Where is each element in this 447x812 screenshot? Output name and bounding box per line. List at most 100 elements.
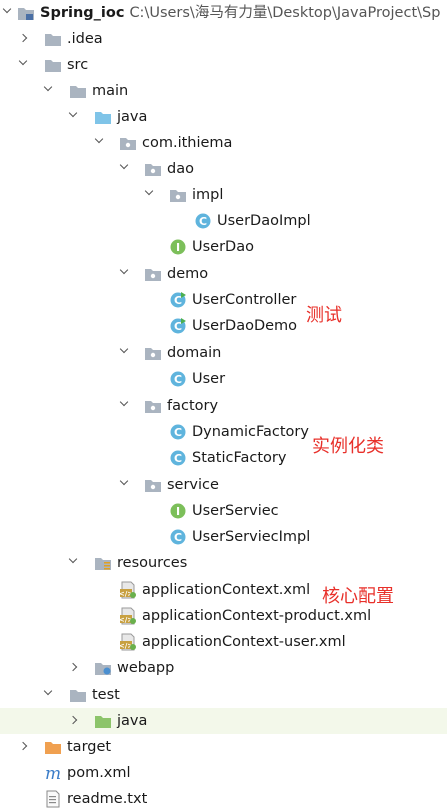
chevron-down-icon[interactable] xyxy=(94,134,104,144)
chevron-down-icon[interactable] xyxy=(18,56,28,66)
text-file-icon xyxy=(46,790,60,808)
tree-label-dynamic-factory: DynamicFactory xyxy=(192,424,309,440)
chevron-right-icon[interactable] xyxy=(68,715,78,725)
chevron-down-icon[interactable] xyxy=(43,82,53,92)
spring-xml-file-icon: </> xyxy=(119,633,136,651)
tree-label-dao: dao xyxy=(167,161,194,177)
tree-label-demo: demo xyxy=(167,266,209,282)
tree-row-user-dao[interactable]: I UserDao xyxy=(0,234,447,260)
chevron-down-icon[interactable] xyxy=(119,265,129,275)
tree-row-user[interactable]: C User xyxy=(0,366,447,392)
svg-text:C: C xyxy=(174,294,182,307)
tree-row-main[interactable]: main xyxy=(0,78,447,104)
tree-label-user-dao: UserDao xyxy=(192,239,254,255)
tree-label-app-context: applicationContext.xml xyxy=(142,582,311,598)
project-folder-icon xyxy=(18,8,34,20)
interface-icon: I xyxy=(170,503,186,519)
class-icon: C xyxy=(195,213,211,229)
tree-row-dao[interactable]: dao xyxy=(0,156,447,182)
tree-row-user-controller[interactable]: C UserController xyxy=(0,287,447,313)
tree-row-user-dao-demo[interactable]: C UserDaoDemo xyxy=(0,313,447,339)
source-folder-icon xyxy=(95,112,111,124)
tree-row-resources[interactable]: resources xyxy=(0,550,447,576)
tree-label-user-dao-demo: UserDaoDemo xyxy=(192,318,298,334)
class-icon: C xyxy=(170,424,186,440)
tree-row-user-dao-impl[interactable]: C UserDaoImpl xyxy=(0,208,447,234)
package-icon xyxy=(145,269,161,281)
spring-xml-file-icon: </> xyxy=(119,607,136,625)
tree-row-idea[interactable]: .idea xyxy=(0,26,447,52)
tree-label-user-serviec-impl: UserServiecImpl xyxy=(192,529,311,545)
tree-label-impl: impl xyxy=(192,187,224,203)
package-icon xyxy=(120,138,136,150)
tree-row-dynamic-factory[interactable]: C DynamicFactory xyxy=(0,419,447,445)
tree-label-target: target xyxy=(67,739,112,755)
tree-row-target[interactable]: target xyxy=(0,734,447,760)
svg-text:C: C xyxy=(174,531,182,544)
tree-label-app-context-user: applicationContext-user.xml xyxy=(142,634,346,650)
tree-row-webapp[interactable]: webapp xyxy=(0,655,447,681)
tree-label-readme: readme.txt xyxy=(67,791,148,807)
chevron-right-icon[interactable] xyxy=(18,741,28,751)
tree-row-factory[interactable]: factory xyxy=(0,393,447,419)
tree-row-user-serviec-impl[interactable]: C UserServiecImpl xyxy=(0,524,447,550)
tree-row-app-context-product[interactable]: </> applicationContext-product.xml xyxy=(0,603,447,629)
tree-row-impl[interactable]: impl xyxy=(0,182,447,208)
tree-label-domain: domain xyxy=(167,345,222,361)
chevron-down-icon[interactable] xyxy=(68,108,78,118)
folder-icon xyxy=(70,86,86,98)
tree-row-readme[interactable]: readme.txt xyxy=(0,786,447,812)
chevron-right-icon[interactable] xyxy=(68,662,78,672)
annotation-test: 测试 xyxy=(306,305,342,326)
tree-label-main: main xyxy=(92,83,129,99)
svg-text:C: C xyxy=(174,320,182,333)
chevron-down-icon[interactable] xyxy=(119,397,129,407)
tree-label-user-serviec: UserServiec xyxy=(192,503,279,519)
excluded-folder-icon xyxy=(45,742,61,754)
svg-text:C: C xyxy=(174,373,182,386)
chevron-down-icon[interactable] xyxy=(144,186,154,196)
svg-text:</>: </> xyxy=(119,590,133,598)
tree-row-test[interactable]: test xyxy=(0,682,447,708)
tree-label-static-factory: StaticFactory xyxy=(192,450,287,466)
tree-row-app-context[interactable]: </> applicationContext.xml xyxy=(0,577,447,603)
maven-icon: m xyxy=(45,764,61,782)
tree-row-src[interactable]: src xyxy=(0,52,447,78)
test-folder-icon xyxy=(95,716,111,728)
annotation-config: 核心配置 xyxy=(322,586,394,607)
tree-row-user-serviec[interactable]: I UserServiec xyxy=(0,498,447,524)
svg-text:</>: </> xyxy=(119,642,133,650)
tree-row-pom[interactable]: m pom.xml xyxy=(0,760,447,786)
tree-row-static-factory[interactable]: C StaticFactory xyxy=(0,445,447,471)
svg-text:C: C xyxy=(199,215,207,228)
tree-row-demo[interactable]: demo xyxy=(0,261,447,287)
tree-label-package: com.ithiema xyxy=(142,135,233,151)
tree-label-resources: resources xyxy=(117,555,188,571)
svg-text:</>: </> xyxy=(119,616,133,624)
tree-row-service[interactable]: service xyxy=(0,472,447,498)
svg-text:C: C xyxy=(174,426,182,439)
chevron-right-icon[interactable] xyxy=(18,33,28,43)
chevron-down-icon[interactable] xyxy=(119,160,129,170)
tree-label-idea: .idea xyxy=(67,31,103,47)
tree-row-app-context-user[interactable]: </> applicationContext-user.xml xyxy=(0,629,447,655)
chevron-down-icon[interactable] xyxy=(2,4,12,14)
tree-row-domain[interactable]: domain xyxy=(0,340,447,366)
tree-row-java[interactable]: java xyxy=(0,104,447,130)
chevron-down-icon[interactable] xyxy=(119,344,129,354)
chevron-down-icon[interactable] xyxy=(68,554,78,564)
svg-text:m: m xyxy=(45,764,61,782)
package-icon xyxy=(145,480,161,492)
tree-row-package[interactable]: com.ithiema xyxy=(0,130,447,156)
chevron-down-icon[interactable] xyxy=(119,476,129,486)
chevron-down-icon[interactable] xyxy=(43,686,53,696)
folder-icon xyxy=(70,690,86,702)
tree-label-java: java xyxy=(117,109,148,125)
tree-label-app-context-product: applicationContext-product.xml xyxy=(142,608,372,624)
tree-label-src: src xyxy=(67,57,89,73)
tree-row-test-java[interactable]: java xyxy=(0,708,447,734)
runnable-class-icon: C xyxy=(170,318,186,334)
project-path: C:\Users\海马有力量\Desktop\JavaProject\Sp xyxy=(129,5,441,21)
